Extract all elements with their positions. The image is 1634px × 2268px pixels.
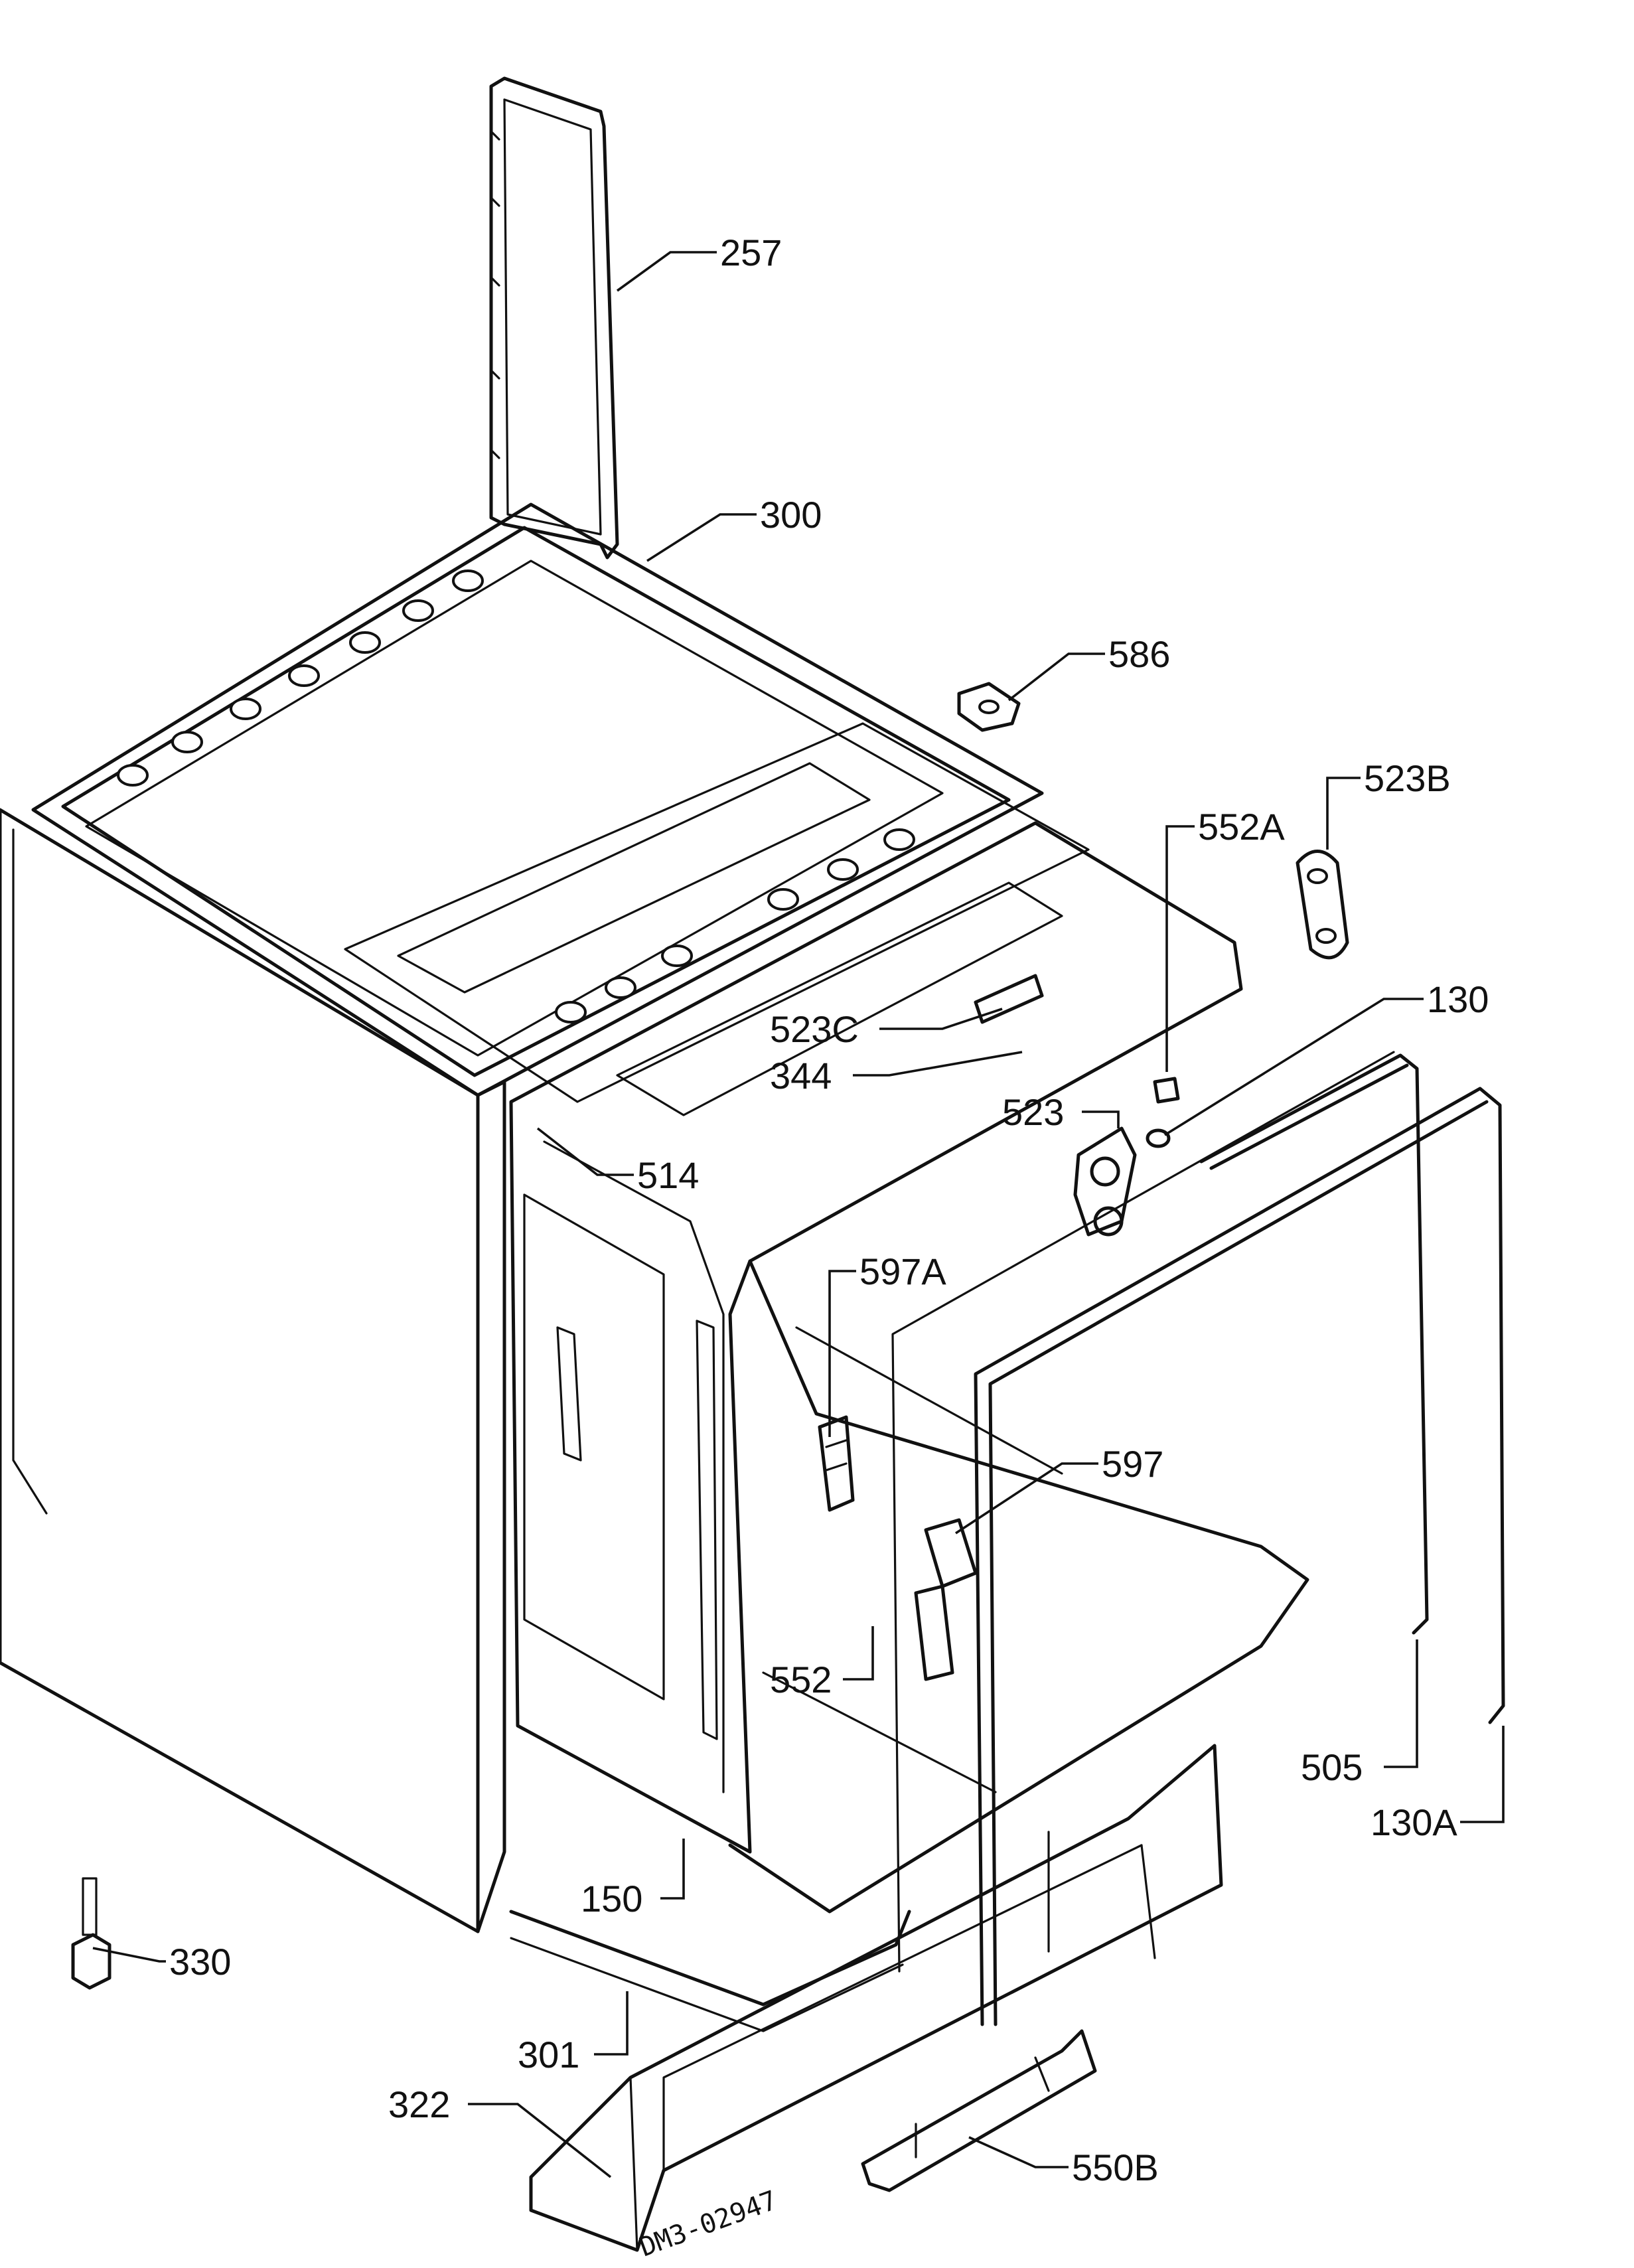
- callout-552: 552: [770, 1659, 832, 1701]
- callout-552a: 552A: [1198, 806, 1285, 848]
- part-523b-bracket: [1296, 850, 1349, 960]
- callout-301: 301: [518, 2034, 579, 2076]
- part-130-ring: [1146, 1128, 1171, 1148]
- callout-514: 514: [637, 1154, 699, 1196]
- callout-586: 586: [1108, 633, 1170, 675]
- top-frame-holes: [117, 569, 915, 1023]
- drawing-code: DM3-02947: [636, 2185, 781, 2263]
- callout-257: 257: [720, 232, 782, 273]
- part-552a-screw: [1153, 1077, 1180, 1104]
- part-300-top-frame: [31, 502, 1044, 1097]
- cabinet-left-side-panel: [0, 808, 506, 1933]
- callout-597a: 597A: [859, 1250, 946, 1292]
- part-130a-gasket: [974, 1087, 1505, 2026]
- callout-300: 300: [760, 494, 822, 536]
- part-257-side-strip: [489, 76, 619, 560]
- callout-523b: 523B: [1364, 757, 1451, 799]
- callout-150: 150: [581, 1878, 642, 1920]
- callout-523: 523: [1002, 1091, 1064, 1133]
- part-330-adjustable-foot: [71, 1877, 111, 1990]
- callout-330: 330: [169, 1941, 231, 1983]
- callout-130a: 130A: [1371, 1801, 1457, 1843]
- part-523-hinge: [1073, 1126, 1137, 1237]
- part-597-clamp: [924, 1518, 978, 1588]
- callout-322: 322: [388, 2083, 450, 2125]
- part-552-rail: [914, 1584, 954, 1681]
- part-550b-bracket: [861, 2029, 1097, 2192]
- callout-130: 130: [1427, 978, 1489, 1020]
- callout-523c: 523C: [770, 1008, 859, 1050]
- leader-lines: [92, 251, 1505, 2178]
- part-505-seal: [891, 1051, 1429, 1973]
- callout-597: 597: [1102, 1443, 1163, 1485]
- part-597a-latch: [818, 1415, 855, 1512]
- callout-labels: 257 300 586 523B 552A 130 523C 344 523 5…: [169, 232, 1489, 2263]
- part-tub-body: [344, 722, 1309, 1914]
- callout-344: 344: [770, 1055, 832, 1096]
- part-301-base: [509, 1910, 911, 2032]
- part-586-clip: [957, 682, 1021, 732]
- callout-505: 505: [1301, 1746, 1363, 1788]
- part-322-plinth: [529, 1744, 1223, 2252]
- callout-550b: 550B: [1072, 2147, 1159, 2188]
